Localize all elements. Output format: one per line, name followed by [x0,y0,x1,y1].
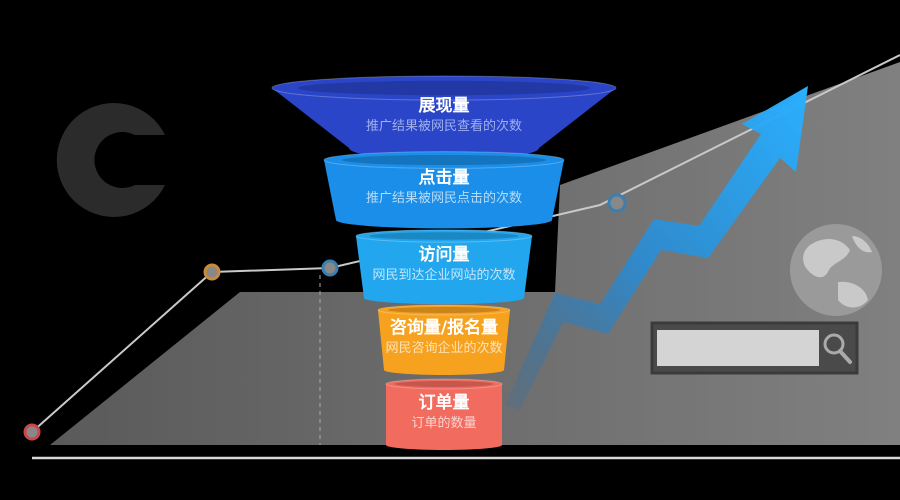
globe-icon [790,224,882,316]
funnel-stage-opening [394,381,494,387]
funnel-stage-rim [271,75,617,101]
funnel-stage-opening [369,232,519,240]
funnel-stage [385,378,503,450]
funnel-stage-rim [355,229,533,243]
trend-node [607,193,627,213]
funnel [271,75,617,450]
trend-node [23,423,41,441]
funnel-stage [377,304,511,375]
search-icon [823,333,852,364]
funnel-stage-body [272,88,616,161]
funnel-stage-rim [323,151,565,169]
funnel-stage-body [324,160,564,229]
funnel-stage-rim [377,304,511,316]
funnel-stage-rim [385,378,503,390]
funnel-stage-opening [297,80,591,96]
funnel-stage-body [356,236,532,305]
growth-arrow [505,86,808,410]
brand-ring-icon [56,102,165,217]
trend-node [203,263,221,281]
funnel-stage-body [386,384,502,450]
funnel-stage [271,75,617,161]
funnel-stage-opening [387,307,501,313]
funnel-stage [323,151,565,229]
funnel-stage-opening [342,154,546,166]
funnel-stage-body [378,310,510,375]
trend-node [321,259,339,277]
funnel-stage [355,229,533,305]
search-bar[interactable] [650,321,859,375]
